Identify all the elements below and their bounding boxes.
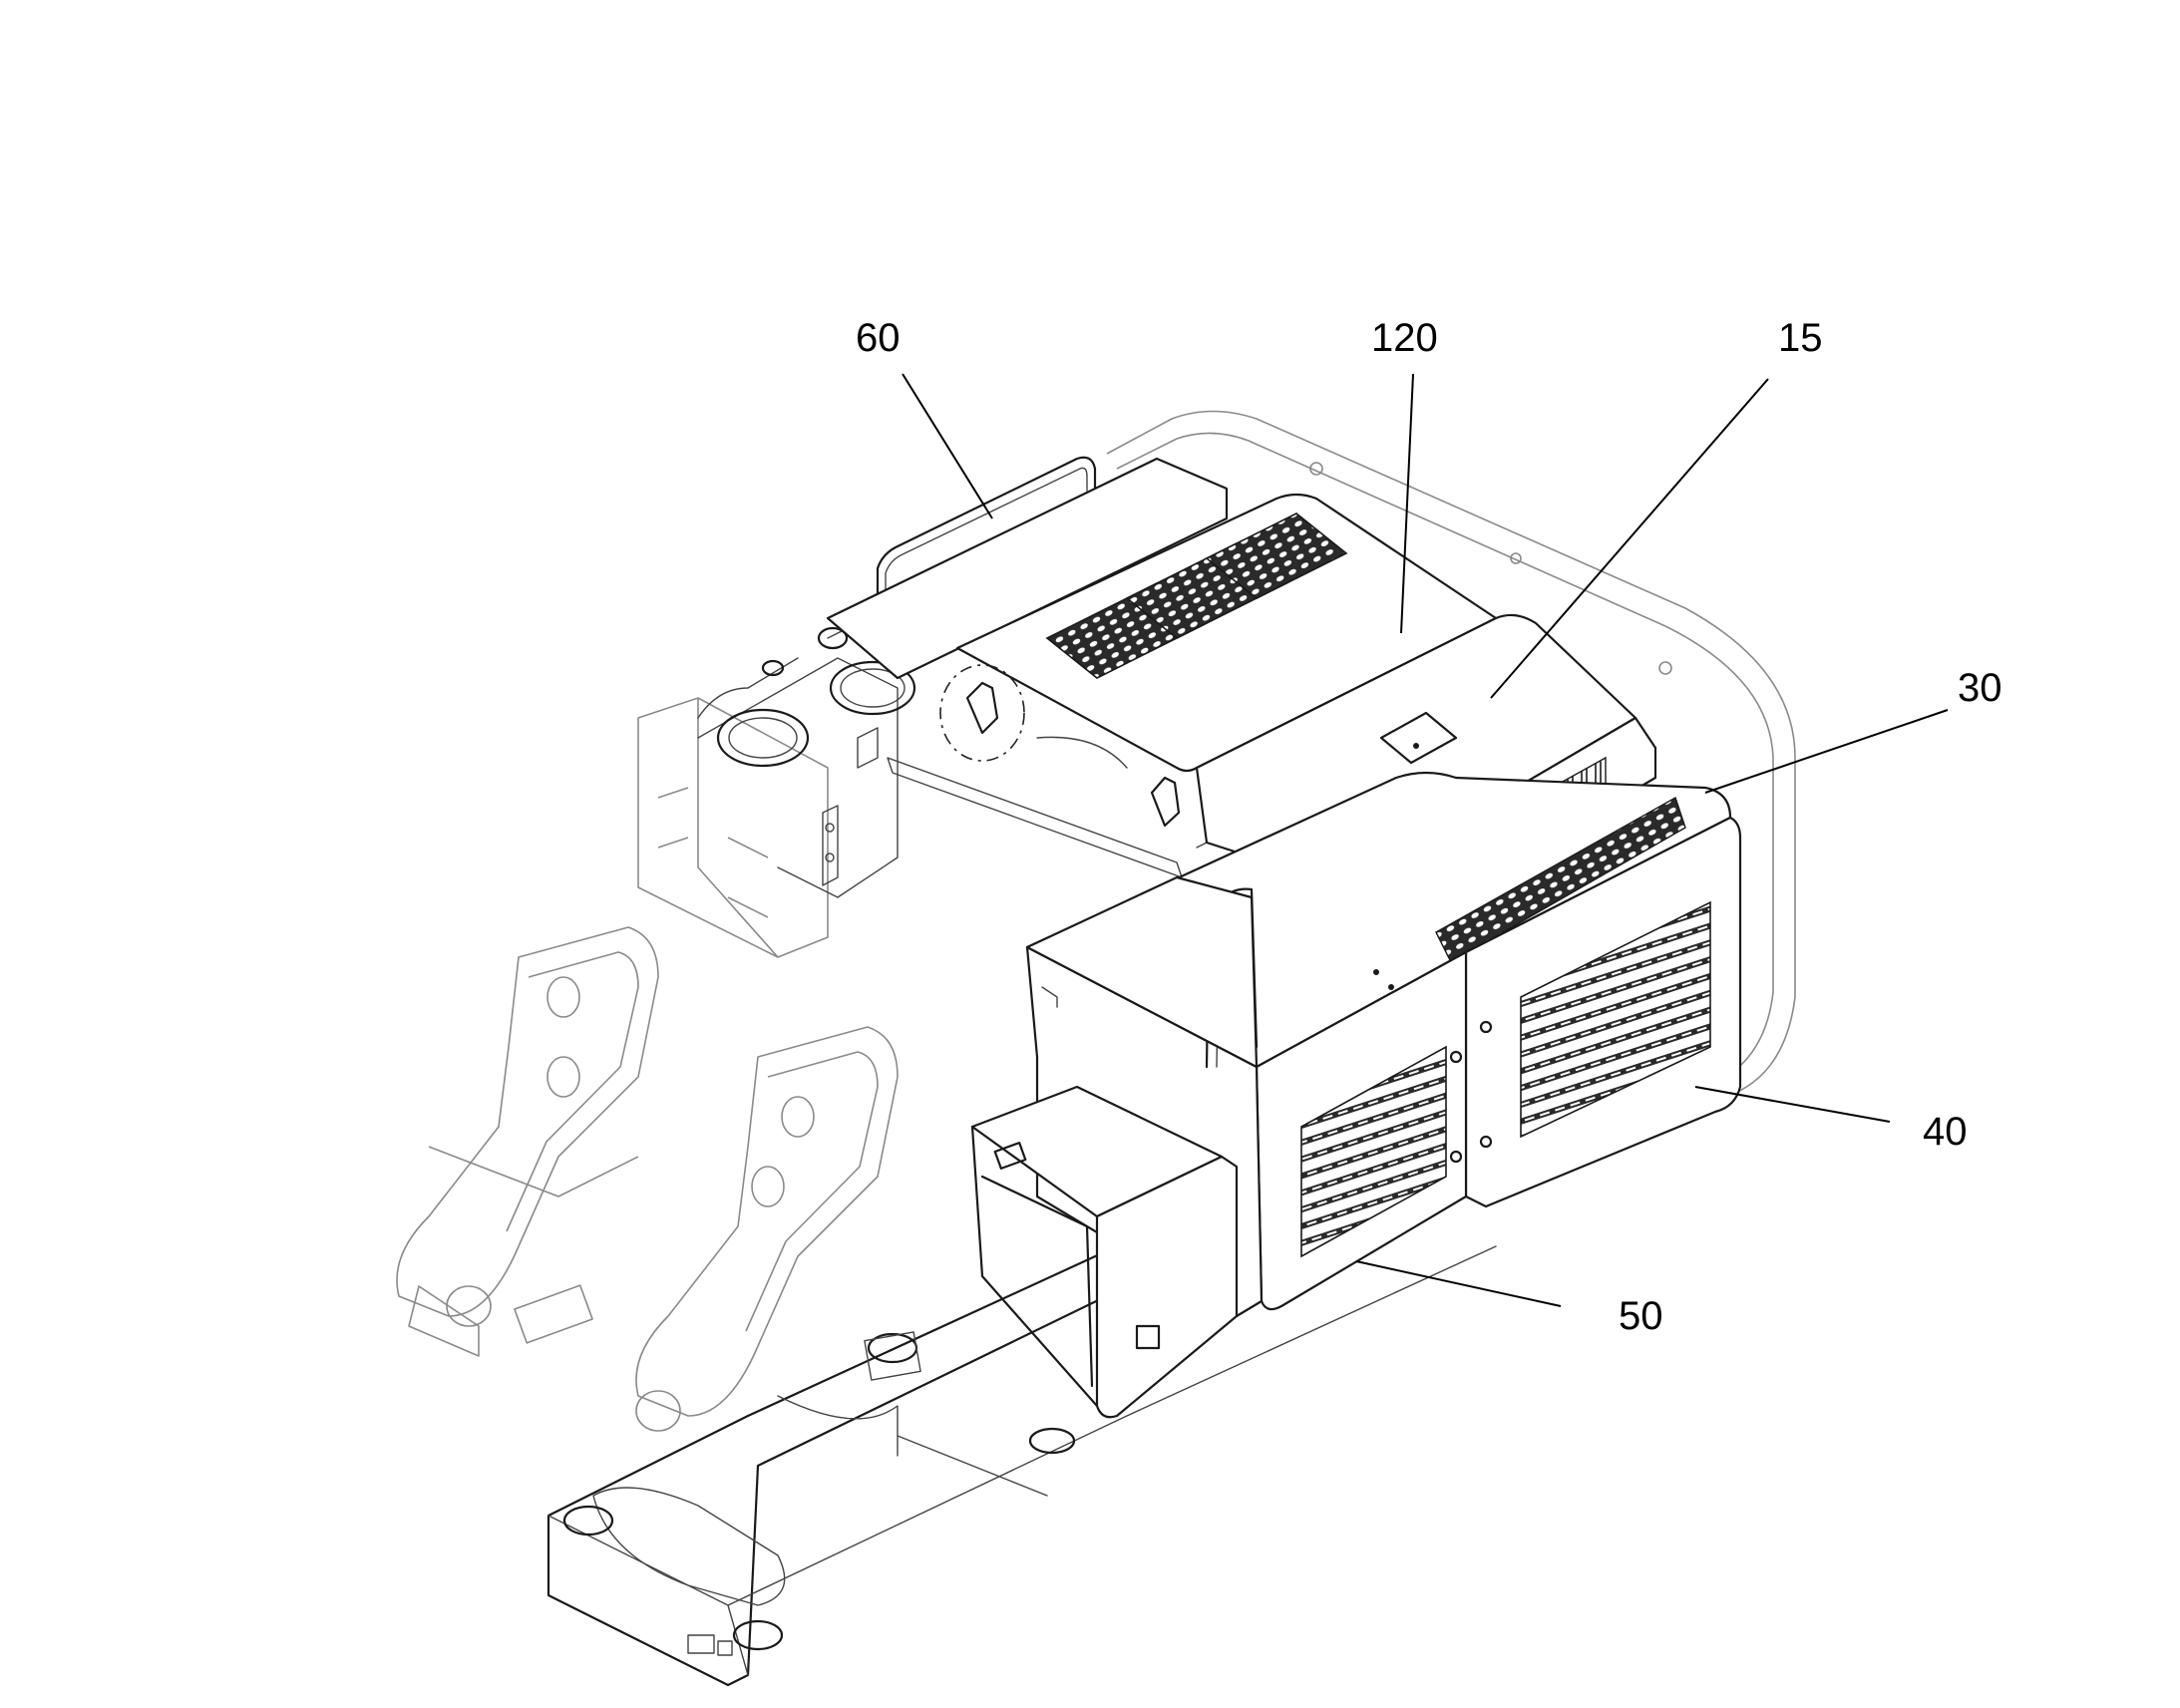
reference-labels: 60 120 15 30 40 50	[856, 316, 2002, 1338]
side-panels	[970, 771, 1742, 1419]
label-60: 60	[856, 316, 901, 360]
boom-bracket	[396, 926, 899, 1432]
leader-lines	[902, 373, 1949, 1307]
leader-30	[1704, 709, 1949, 794]
leader-60	[902, 373, 993, 519]
leader-15	[1490, 378, 1769, 699]
hydraulic-tank	[637, 622, 916, 958]
handrail	[876, 456, 1097, 611]
label-50: 50	[1619, 1294, 1663, 1338]
label-30: 30	[1958, 666, 2002, 710]
leader-50	[1355, 1260, 1562, 1307]
leader-120	[1400, 373, 1414, 634]
leader-40	[1694, 1086, 1891, 1123]
label-15: 15	[1778, 316, 1823, 360]
counterweight-shell	[1106, 410, 1796, 1178]
label-40: 40	[1923, 1110, 1968, 1154]
label-120: 120	[1371, 316, 1438, 360]
